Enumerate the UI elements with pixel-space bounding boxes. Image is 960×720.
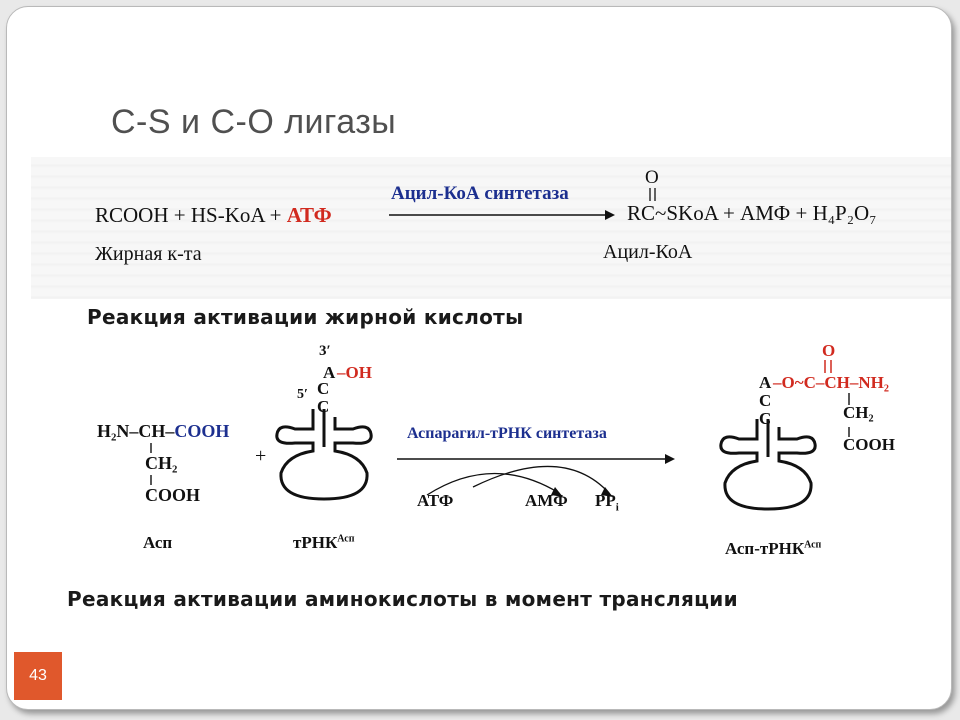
asp-ch2: CH₂	[145, 453, 178, 473]
asp-backbone-bonds	[150, 443, 152, 485]
trna-label-superscript: Асп	[337, 533, 355, 545]
caption-fatty-acid-activation: Реакция активации жирной кислоты	[87, 305, 524, 329]
page-number-badge: 43	[14, 652, 62, 700]
product-trna-cloverleaf-icon	[719, 419, 817, 511]
trna-5prime: 5′	[297, 387, 308, 402]
trna-hydroxyl: –OH	[337, 363, 372, 382]
product-ch2: CH₂	[843, 403, 874, 422]
reaction1-carbonyl-oxygen: O	[645, 167, 659, 188]
trna-adenine: A	[323, 363, 336, 382]
ppi-text: PP	[595, 491, 616, 510]
trna-label: тРНКАсп	[293, 533, 354, 553]
slide-title: C-S и C-O лигазы	[111, 103, 397, 141]
asp-amino-group: H₂N–CH–COOH	[97, 421, 229, 442]
reaction1-enzyme: Ацил-КоА синтетаза	[391, 183, 569, 204]
scanned-image-background	[31, 157, 951, 299]
ppi-subscript: i	[615, 501, 619, 514]
product-label-text: Асп-тРНК	[725, 539, 805, 558]
product-cytosine-1: C	[759, 391, 772, 410]
product-double-bond	[824, 360, 832, 373]
product-adenine: A	[759, 373, 772, 392]
reaction1-substrates: RCOOH + HS-KoA + АТФ	[95, 203, 332, 228]
trna-cytosine-1: C	[317, 379, 330, 398]
plus-sign: +	[255, 445, 267, 467]
trna-cytosine-2: C	[317, 397, 330, 416]
product-side-chain-bonds	[848, 393, 850, 437]
reaction1-atp: АТФ	[286, 203, 332, 227]
reaction2-enzyme: Аспарагил-тРНК синтетаза	[407, 425, 607, 442]
slide: C-S и C-O лигазы RCOOH + HS-KoA + АТФ Ац…	[6, 6, 952, 710]
trna-label-text: тРНК	[293, 533, 338, 552]
reaction1-double-bond	[649, 188, 656, 201]
reaction1-products: RC~SKoA + АМФ + H₄P₂O₇	[627, 201, 877, 225]
reaction2-arrow	[397, 454, 675, 497]
product-label: Асп-тРНКАсп	[725, 539, 821, 559]
asp-side-carboxyl: COOH	[145, 485, 201, 505]
product-carbonyl-oxygen: O	[822, 341, 836, 360]
product-ester-chain: –O~C–CH–NH₂	[773, 373, 889, 392]
reaction2-atp: АТФ	[417, 491, 454, 510]
reaction1-arrow	[389, 210, 615, 220]
reaction2-pyrophosphate: PPi	[595, 491, 619, 513]
asp-carboxyl: COOH	[174, 421, 230, 441]
trna-cloverleaf-icon	[275, 409, 373, 501]
label-fatty-acid: Жирная к-та	[95, 243, 202, 265]
asp-label: Асп	[143, 533, 173, 552]
trna-3prime: 3′	[319, 343, 331, 359]
reaction1-substrates-prefix: RCOOH + HS-KoA +	[95, 203, 287, 227]
reaction2-amp: АМФ	[525, 491, 568, 510]
label-acyl-coa: Ацил-КоА	[603, 241, 693, 263]
caption-amino-acid-activation: Реакция активации аминокислоты в момент …	[67, 587, 738, 611]
product-side-carboxyl: COOH	[843, 435, 895, 454]
asp-amino-text: H₂N–CH–	[97, 421, 175, 441]
product-label-superscript: Асп	[804, 539, 822, 551]
